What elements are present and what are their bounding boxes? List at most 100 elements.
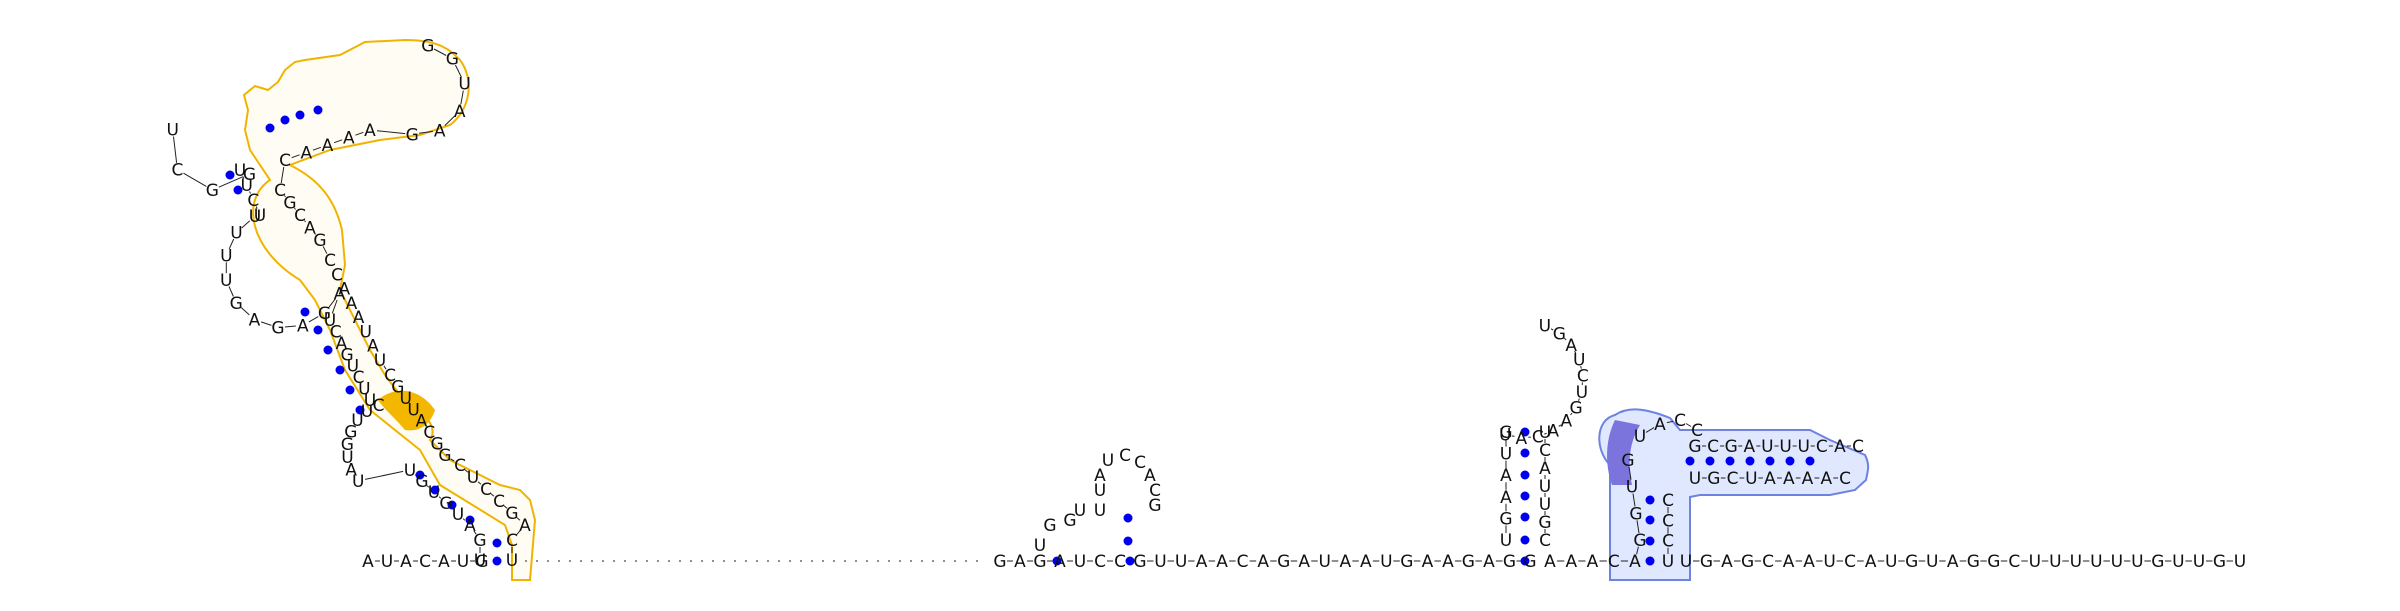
region1-left-strand-nt-25: A <box>334 284 346 304</box>
hairpin2-left-nt-3: G <box>1033 552 1046 572</box>
hairpin3-right-nt-1: U <box>1539 423 1551 443</box>
region1-right-strand-nt-16: C <box>384 366 396 386</box>
region1-left-strand-backbone-3 <box>462 518 466 521</box>
region1-right-strand-backbone-31 <box>312 146 322 151</box>
hairpin3-right-nt-2: C <box>1539 441 1551 461</box>
region1-right-strand-backbone-38 <box>454 64 462 78</box>
hairpin2-loop-nt-4: U <box>1074 501 1086 521</box>
region2-base-pair-10 <box>1645 536 1655 546</box>
region1-base-pair-15 <box>265 123 275 133</box>
region1-left-strand-backbone-5 <box>438 496 442 499</box>
region1-left-strand-nt-35: U <box>254 206 266 226</box>
region1-right-strand-nt-9: G <box>438 446 451 466</box>
region2-left-run-nt-4: C <box>1608 552 1620 572</box>
hairpin2-loop-nt-10: C <box>1134 453 1146 473</box>
region1-left-strand-backbone-35 <box>255 206 258 209</box>
region1-base-pair-13 <box>225 170 235 180</box>
region1-right-strand-backbone-25 <box>314 232 316 235</box>
region1-right-strand-nt-13: U <box>407 400 419 420</box>
region1-right-strand-nt-27: C <box>294 206 306 226</box>
hairpin2-loop-nt-7: A <box>1094 466 1106 486</box>
three-prime-tail-nt-24: G <box>2151 552 2164 572</box>
region1-left-strand-nt-30: G <box>230 294 243 314</box>
region2-loop-top-backbone-3 <box>1685 423 1692 427</box>
region1-right-strand-nt-24: C <box>324 251 336 271</box>
region2-outline <box>1598 408 1870 581</box>
region1-right-strand-backbone-32 <box>333 139 343 144</box>
three-prime-tail-nt-21: U <box>2090 552 2102 572</box>
region1-left-strand-nt-5: G <box>439 494 452 514</box>
region1-right-strand-nt-33: A <box>343 129 355 149</box>
hairpin2-right-nt-4: A <box>1196 552 1208 572</box>
hairpin2-right-nt-12: A <box>1360 552 1372 572</box>
five-prime-tail-nt-6: U <box>457 552 469 572</box>
region1-left-strand-nt-14: U <box>351 411 363 431</box>
three-prime-tail-nt-4: G <box>1741 552 1754 572</box>
region1-base-pair-9 <box>335 365 345 375</box>
region1-left-strand-nt-23: C <box>330 322 342 342</box>
hairpin2-loop-nt-3: G <box>1063 511 1076 531</box>
region2-loop-top-nt-3: C <box>1674 411 1686 431</box>
region1-base-pair-5 <box>430 485 440 495</box>
region1-right-strand-nt-21: A <box>346 294 358 314</box>
three-prime-tail-nt-28: U <box>2234 552 2246 572</box>
hairpin3-left-nt-1: U <box>1500 531 1512 551</box>
region1-right-strand-nt-7: U <box>467 468 479 488</box>
region2-lower-strand-nt-7: A <box>1802 469 1814 489</box>
region1-left-strand-nt-32: U <box>220 246 232 266</box>
region2-left-run-backbone-8 <box>1628 466 1632 480</box>
hairpin3-base-pair-1 <box>1520 427 1530 437</box>
region1-right-strand-backbone-28 <box>284 195 286 198</box>
highlight-regions-layer <box>242 38 1870 581</box>
region1-left-strand-backbone-29 <box>240 307 250 316</box>
region2-right-col-nt-3: C <box>1662 532 1674 552</box>
region2-upper-strand-nt-3: G <box>1725 437 1738 457</box>
region2-right-col-nt-2: C <box>1662 511 1674 531</box>
region1-right-strand-nt-39: G <box>446 50 459 70</box>
hairpin3-base-pair-7 <box>1520 556 1530 566</box>
region2-loop-top-backbone-1 <box>1645 427 1655 433</box>
three-prime-tail-nt-9: C <box>1844 552 1856 572</box>
hairpin2-right-nt-10: U <box>1318 552 1330 572</box>
region1-left-strand-nt-27: A <box>297 316 309 336</box>
region1-right-strand-backbone-36 <box>444 115 456 126</box>
hairpin2-right-nt-3: U <box>1175 552 1187 572</box>
hairpin3-right-nt-7: C <box>1539 531 1551 551</box>
region1-left-strand-nt-18: U <box>358 380 370 400</box>
region1-right-strand-nt-19: U <box>359 322 371 342</box>
region2-left-run-nt-8: U <box>1626 478 1638 498</box>
three-prime-tail-nt-17: C <box>2008 552 2020 572</box>
region1-right-strand-backbone-39 <box>433 48 447 56</box>
hairpin3-loop-backbone-4 <box>1558 424 1562 427</box>
region1-left-strand-backbone-33 <box>241 220 251 229</box>
hairpin2-right-nt-17: G <box>1462 552 1475 572</box>
region1-right-strand-nt-10: G <box>431 435 444 455</box>
hairpin2-loop-nt-8: U <box>1102 451 1114 471</box>
hairpin2-loop-nt-5: U <box>1094 501 1106 521</box>
hairpin3-loop-nt-4: A <box>1547 422 1559 442</box>
region1-left-strand-nt-41: C <box>171 161 183 181</box>
hairpin2-right-nt-8: G <box>1277 552 1290 572</box>
hairpin2-base-pair-1 <box>1052 556 1062 566</box>
hairpin2-left-nt-7: C <box>1114 552 1126 572</box>
region1-right-strand-nt-11: C <box>423 423 435 443</box>
region2-left-run-backbone-7 <box>1632 493 1636 507</box>
hairpin2-right-nt-6: C <box>1237 552 1249 572</box>
region2-lower-strand-nt-8: A <box>1820 469 1832 489</box>
three-prime-tail-nt-10: A <box>1865 552 1877 572</box>
region1-left-strand-nt-34: U <box>249 207 261 227</box>
hairpin2-loop-nt-1: U <box>1034 536 1046 556</box>
region2-base-pair-5 <box>1765 456 1775 466</box>
region1-base-pair-11 <box>313 325 323 335</box>
hairpin2-right-nt-14: G <box>1400 552 1413 572</box>
region1-right-strand-backbone-2 <box>516 529 521 536</box>
three-prime-tail-nt-22: U <box>2111 552 2123 572</box>
hairpin3-loop-backbone-9 <box>1574 350 1577 354</box>
region1-right-strand-nt-26: A <box>304 219 316 239</box>
hairpin2-base-pair-3 <box>1123 536 1133 546</box>
hairpin3-loop-backbone-5 <box>1570 412 1573 416</box>
region1-left-strand-nt-37: U <box>240 176 252 196</box>
region1-left-strand-nt-9: U <box>352 472 364 492</box>
region2-lower-strand-nt-1: U <box>1689 469 1701 489</box>
region1-left-strand-nt-31: U <box>220 271 232 291</box>
